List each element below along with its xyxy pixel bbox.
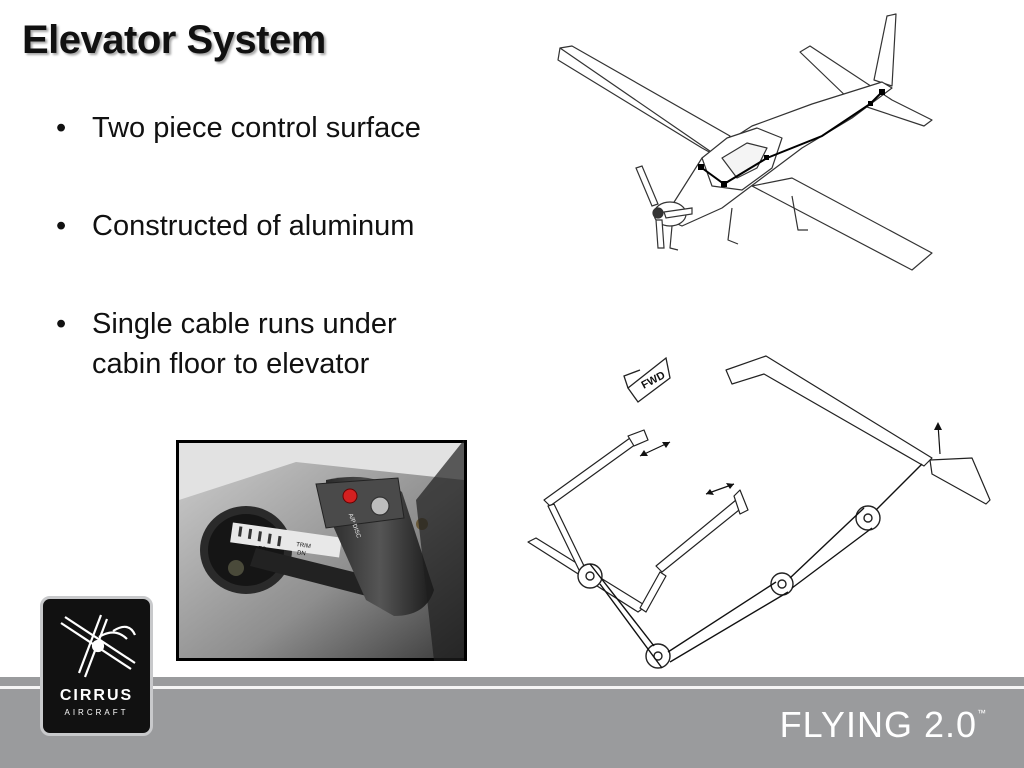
trim-dn-label: DN <box>297 550 306 557</box>
logo-wordmark: CIRRUS <box>59 687 134 704</box>
cirrus-airplane-logo-icon <box>60 614 137 678</box>
bullet-item: Two piece control surface <box>50 108 490 148</box>
bullet-list: Two piece control surface Constructed of… <box>50 108 490 442</box>
cirrus-logo: CIRRUS AIRCRAFT <box>40 596 153 736</box>
slide-title: Elevator System <box>22 18 326 62</box>
cockpit-sidestick-photo: TRIM DN TO A/P DISC <box>176 440 467 661</box>
bullet-item: Single cable runs under cabin floor to e… <box>50 304 490 384</box>
elevator-rigging-diagram: FWD <box>527 355 991 669</box>
aircraft-diagram <box>557 13 933 271</box>
fwd-arrow: FWD <box>623 356 671 403</box>
bullet-text: Single cable runs under cabin floor to e… <box>92 308 397 380</box>
trim-button-icon <box>342 488 358 504</box>
logo-subtext: AIRCRAFT <box>64 708 129 717</box>
bullet-item: Constructed of aluminum <box>50 206 490 246</box>
footer-divider <box>0 686 1024 689</box>
footer-bar <box>0 677 1024 768</box>
ap-disc-button-icon <box>370 496 390 516</box>
brand-trademark: ™ <box>977 708 986 718</box>
trim-up-label: TRIM <box>296 542 311 550</box>
flying-brand-mark: FLYING 2.0™ <box>780 704 986 746</box>
bullet-text: Constructed of aluminum <box>92 210 415 242</box>
brand-text: FLYING 2.0 <box>779 704 977 745</box>
bullet-text: Two piece control surface <box>92 112 421 144</box>
